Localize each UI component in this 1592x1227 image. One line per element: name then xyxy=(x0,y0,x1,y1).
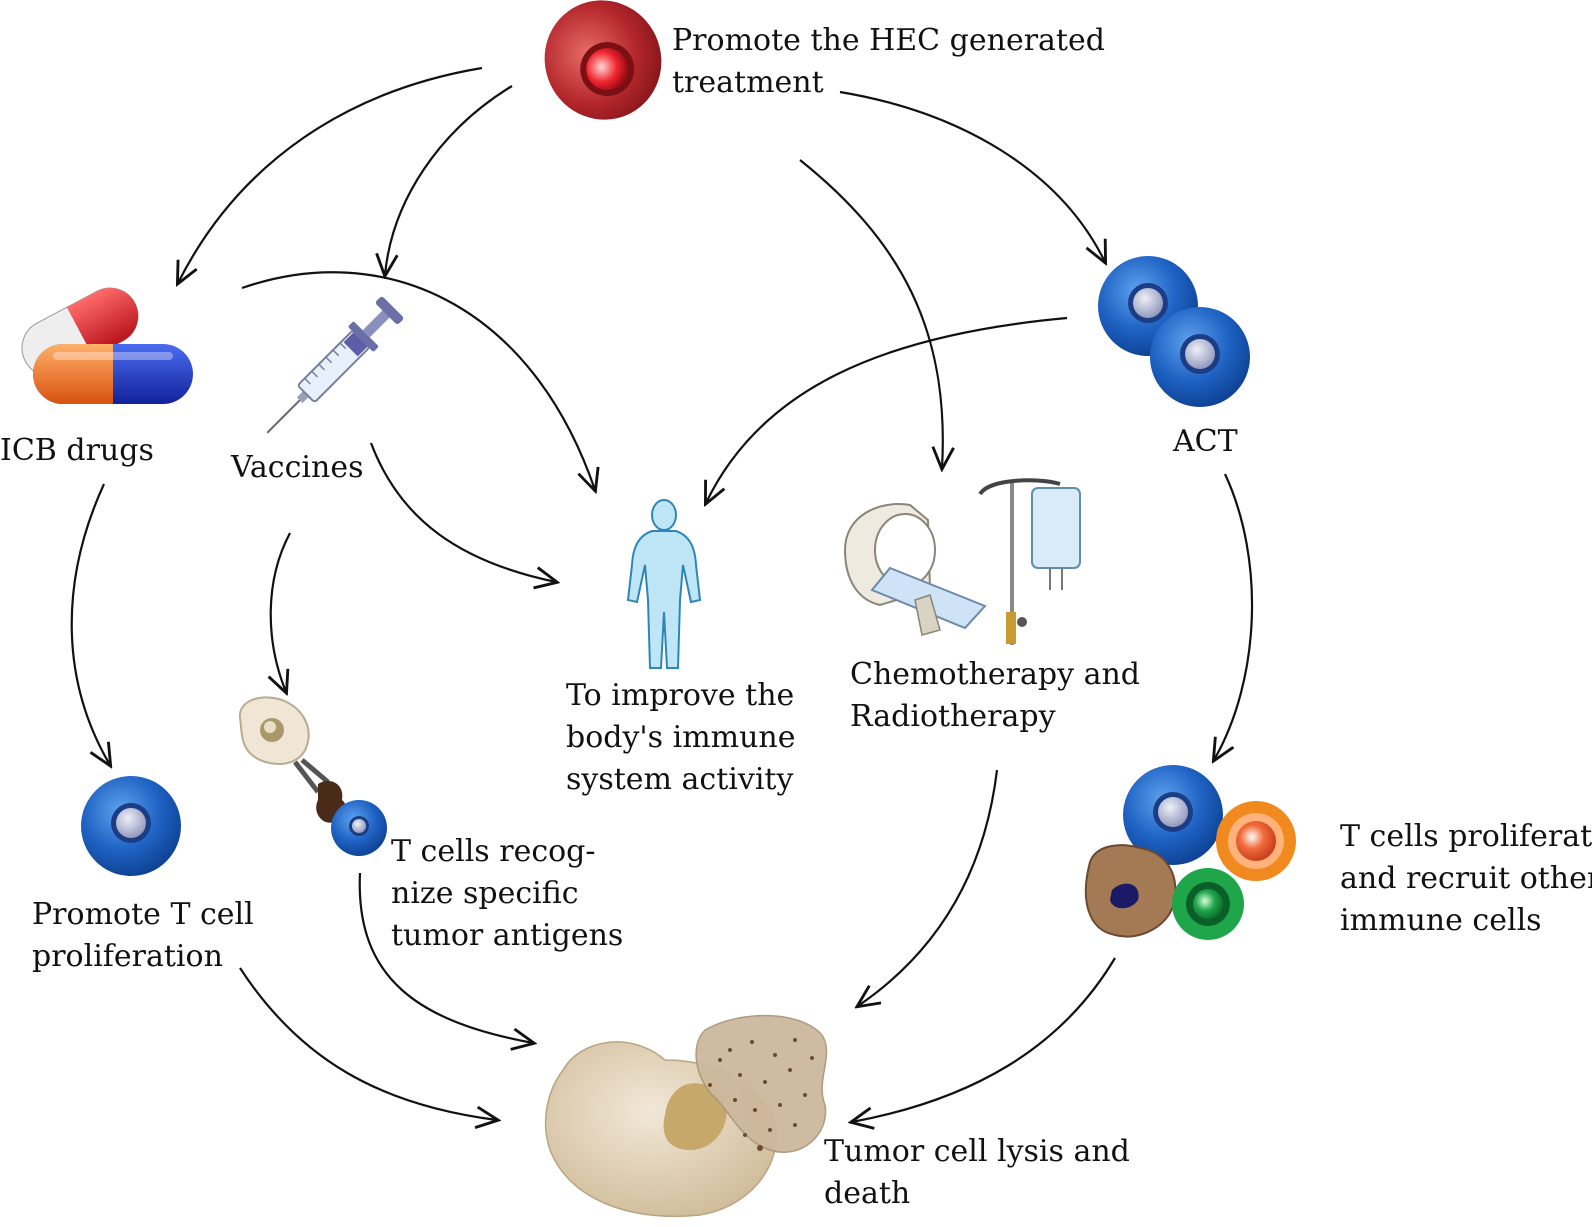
arrow-vaccines-to-recognition xyxy=(271,532,291,692)
ct-scanner-icon xyxy=(843,503,987,636)
icb-drugs-label: ICB drugs xyxy=(0,433,154,468)
vaccines-label: Vaccines xyxy=(231,450,364,485)
arrow-hec-to-chemo xyxy=(799,159,943,468)
t-cell-icon xyxy=(81,776,181,876)
arrow-recruit-to-tumor xyxy=(852,957,1116,1122)
arrow-vaccines-to-body xyxy=(369,442,556,582)
arrow-icb-to-tcell xyxy=(70,483,110,765)
antigen-presentation-icon xyxy=(238,696,387,856)
arrow-hec-to-icb xyxy=(178,66,483,283)
arrow-act-to-recruit xyxy=(1214,473,1254,760)
act-t-cells-icon xyxy=(1098,256,1250,407)
iv-drip-icon xyxy=(978,478,1081,645)
human-body-icon xyxy=(626,499,702,669)
arrow-tcell-to-tumor xyxy=(239,967,497,1120)
act-label: ACT xyxy=(1173,424,1238,459)
arrows xyxy=(70,66,1254,1122)
arrow-hec-to-vaccines xyxy=(385,85,513,275)
capsule-pills-icon xyxy=(21,287,193,404)
arrow-act-to-body xyxy=(706,316,1068,503)
arrow-icb-to-body xyxy=(241,271,595,490)
hec-cell-icon xyxy=(544,0,662,120)
arrow-recognition-to-tumor xyxy=(358,872,533,1043)
immune-cell-cluster-icon xyxy=(1084,765,1296,940)
arrow-chemo-to-tumor xyxy=(858,769,999,1006)
arrow-hec-to-act xyxy=(839,90,1105,262)
tumor-cell-lysis-icon xyxy=(544,1014,828,1217)
syringe-icon xyxy=(266,296,404,434)
